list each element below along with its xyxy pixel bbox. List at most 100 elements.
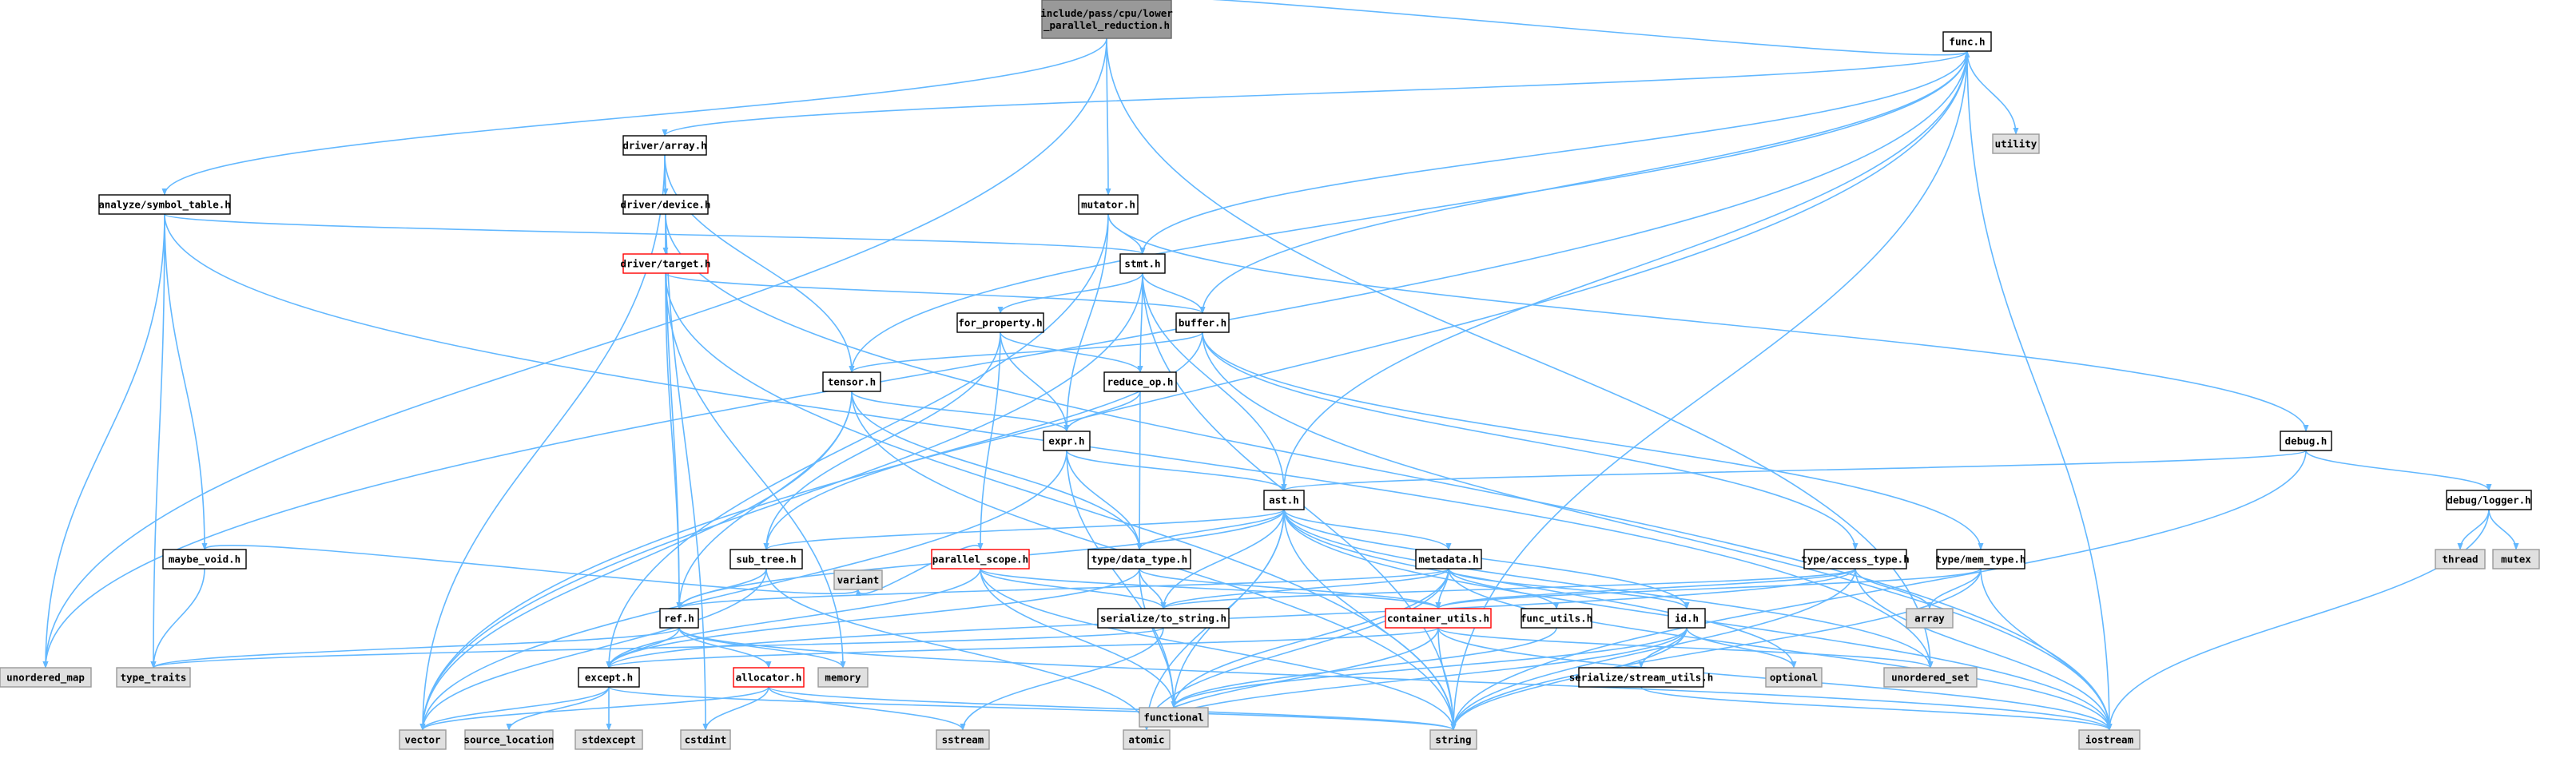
node-label: thread <box>2442 554 2478 566</box>
edge-driver_device-to-iostream <box>665 213 2113 731</box>
node-optional[interactable]: optional <box>1765 667 1823 688</box>
node-driver-array[interactable]: driver/array.h <box>622 135 707 156</box>
node-stdexcept[interactable]: stdexcept <box>574 729 643 750</box>
node-variant[interactable]: variant <box>833 569 883 590</box>
edge-debug_logger-to-mutex <box>2488 509 2519 550</box>
node-cstdint[interactable]: cstdint <box>680 729 731 750</box>
node-analyze-symbol-table[interactable]: analyze/symbol_table.h <box>98 194 231 215</box>
node-type-traits[interactable]: type_traits <box>116 667 191 688</box>
edge-driver_target-to-ref <box>665 272 682 609</box>
edge-reduce_op-to-data_type <box>1136 391 1143 550</box>
node-box <box>399 729 447 750</box>
node-expr[interactable]: expr.h <box>1043 431 1091 451</box>
edge-metadata-to-ref <box>676 568 1449 609</box>
node-allocator[interactable]: allocator.h <box>733 667 805 688</box>
node-access-type[interactable]: type/access_type.h <box>1801 549 1910 569</box>
node-buffer[interactable]: buffer.h <box>1175 312 1230 333</box>
node-label: id.h <box>1675 613 1699 625</box>
node-box <box>817 667 869 688</box>
node-tensor[interactable]: tensor.h <box>822 371 881 392</box>
node-box <box>98 194 231 215</box>
node-string[interactable]: string <box>1429 729 1477 750</box>
node-box <box>1415 549 1482 569</box>
node-mutex[interactable]: mutex <box>2492 549 2540 569</box>
edge-container_utils-to-except <box>606 627 1439 669</box>
edge-parallel_scope-to-except <box>606 568 981 669</box>
edge-func-to-buffer <box>1199 50 1968 314</box>
node-mutator[interactable]: mutator.h <box>1078 194 1139 215</box>
node-memory[interactable]: memory <box>817 667 869 688</box>
node-mem-type[interactable]: type/mem_type.h <box>1936 549 2026 569</box>
node-box <box>936 729 990 750</box>
node-parallel-scope[interactable]: parallel_scope.h <box>931 549 1030 569</box>
node-reduce-op[interactable]: reduce_op.h <box>1103 371 1177 392</box>
node-driver-device[interactable]: driver/device.h <box>621 194 711 215</box>
edge-except-to-string <box>608 686 1457 731</box>
node-func-utils[interactable]: func_utils.h <box>1521 608 1592 629</box>
node-utility[interactable]: utility <box>1992 133 2040 154</box>
node-sstream[interactable]: sstream <box>936 729 990 750</box>
node-except[interactable]: except.h <box>578 667 640 688</box>
edge-metadata-to-id <box>1448 568 1690 609</box>
edge-allocator-to-sstream <box>768 686 966 731</box>
edge-mutator-to-except <box>606 213 1109 669</box>
node-box <box>1936 549 2025 569</box>
node-serialize-to-string[interactable]: serialize/to_string.h <box>1097 608 1230 629</box>
node-box <box>833 569 883 590</box>
node-label: stdexcept <box>582 734 636 746</box>
node-box <box>2280 431 2332 451</box>
edge-allocator-to-string <box>768 686 1457 731</box>
node-label: functional <box>1143 712 1203 724</box>
node-unordered-map[interactable]: unordered_map <box>0 667 92 688</box>
node-iostream[interactable]: iostream <box>2078 729 2141 750</box>
node-label: cstdint <box>685 734 727 746</box>
edge-debug_logger-to-iostream <box>2106 509 2490 731</box>
edge-buffer-to-sub_tree <box>763 331 1203 550</box>
node-container-utils[interactable]: container_utils.h <box>1385 608 1492 629</box>
node-debug[interactable]: debug.h <box>2280 431 2332 451</box>
node-metadata[interactable]: metadata.h <box>1415 549 1482 569</box>
edge-access_type-to-iostream <box>1854 568 2113 731</box>
node-func[interactable]: func.h <box>1942 31 1992 52</box>
node-array[interactable]: array <box>1906 608 1954 629</box>
edge-for_property-to-reduce_op <box>1000 331 1143 373</box>
edge-debug-to-string <box>1450 450 2307 731</box>
node-unordered-set[interactable]: unordered_set <box>1883 667 1978 688</box>
node-label: unordered_map <box>6 672 85 685</box>
node-label: atomic <box>1128 734 1164 746</box>
edge-expr-to-ast <box>1066 450 1287 491</box>
edge-stmt-to-for_property <box>997 272 1143 314</box>
node-label: buffer.h <box>1179 317 1226 329</box>
node-debug-logger[interactable]: debug/logger.h <box>2446 490 2532 510</box>
node-stmt[interactable]: stmt.h <box>1119 253 1166 274</box>
edge-for_property-to-expr <box>1000 331 1070 432</box>
node-serialize-stream-utils[interactable]: serialize/stream_utils.h <box>1569 667 1714 688</box>
node-box <box>1175 312 1230 333</box>
edge-for_property-to-sub_tree <box>763 331 1001 550</box>
edge-for_property-to-parallel_scope <box>977 331 1001 550</box>
node-for-property[interactable]: for_property.h <box>956 312 1044 333</box>
edge-except-to-vector <box>419 686 610 731</box>
node-thread[interactable]: thread <box>2435 549 2486 569</box>
node-vector[interactable]: vector <box>399 729 447 750</box>
edge-analyze_symbol_table-to-stmt <box>164 213 1146 255</box>
node-driver-target[interactable]: driver/target.h <box>621 253 711 274</box>
node-ast[interactable]: ast.h <box>1263 490 1305 510</box>
edges-layer <box>42 0 2519 731</box>
edge-metadata-to-functional <box>1171 568 1449 708</box>
node-ref[interactable]: ref.h <box>659 608 699 629</box>
node-atomic[interactable]: atomic <box>1123 729 1171 750</box>
node-label: ast.h <box>1269 494 1299 506</box>
node-functional[interactable]: functional <box>1139 707 1209 728</box>
node-source-location[interactable]: source_location <box>464 729 555 750</box>
node-root[interactable]: include/pass/cpu/lower_parallel_reductio… <box>1040 0 1173 39</box>
node-data-type[interactable]: type/data_type.h <box>1087 549 1191 569</box>
node-id[interactable]: id.h <box>1668 608 1706 629</box>
node-maybe-void[interactable]: maybe_void.h <box>162 549 247 569</box>
node-label: expr.h <box>1048 435 1084 447</box>
node-label: type_traits <box>121 672 187 685</box>
edge-analyze_symbol_table-to-type_traits <box>150 213 165 669</box>
edge-expr-to-vector <box>419 450 1067 731</box>
node-sub-tree[interactable]: sub_tree.h <box>729 549 803 569</box>
